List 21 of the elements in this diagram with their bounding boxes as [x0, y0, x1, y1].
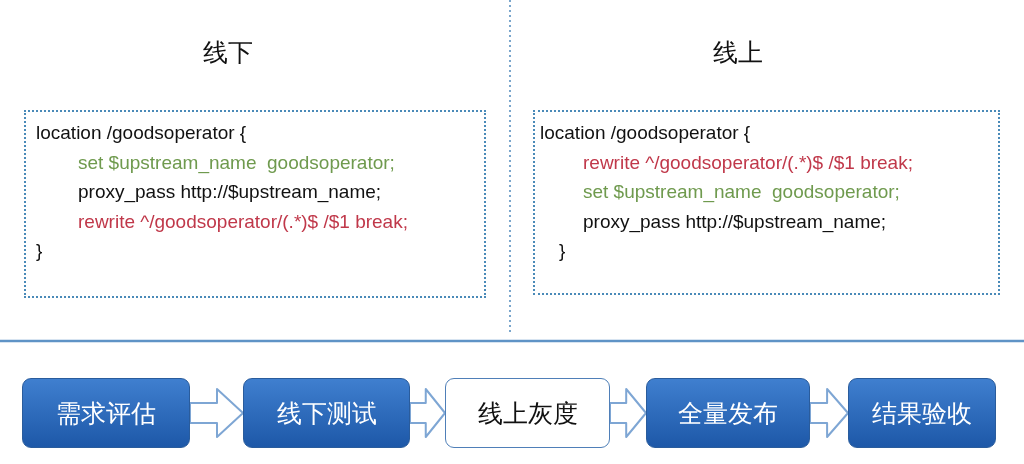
code-line: rewrite ^/goodsoperator/(.*)$ /$1 break; — [78, 209, 408, 234]
code-line: location /goodsoperator { — [540, 121, 751, 145]
arrow — [809, 388, 849, 438]
process-box: 线上灰度 — [445, 378, 610, 448]
code-line: rewrite ^/goodsoperator/(.*)$ /$1 break; — [583, 150, 913, 175]
process-box: 需求评估 — [22, 378, 190, 448]
code-line: } — [36, 239, 43, 263]
process-box: 全量发布 — [646, 378, 810, 448]
arrow — [409, 388, 446, 438]
arrow — [189, 388, 244, 438]
panel-heading: 线下 — [203, 37, 253, 68]
code-line: set $upstream_name goodsoperator; — [583, 180, 900, 204]
process-box: 线下测试 — [243, 378, 410, 448]
code-line: proxy_pass http://$upstream_name; — [78, 180, 382, 204]
arrow — [609, 388, 647, 438]
code-line: set $upstream_name goodsoperator; — [78, 150, 395, 175]
panel-heading: 线上 — [713, 37, 763, 68]
code-line: location /goodsoperator { — [36, 121, 247, 145]
process-box: 结果验收 — [848, 378, 996, 448]
code-line: proxy_pass http://$upstream_name; — [583, 209, 887, 234]
code-line: } — [559, 239, 566, 263]
